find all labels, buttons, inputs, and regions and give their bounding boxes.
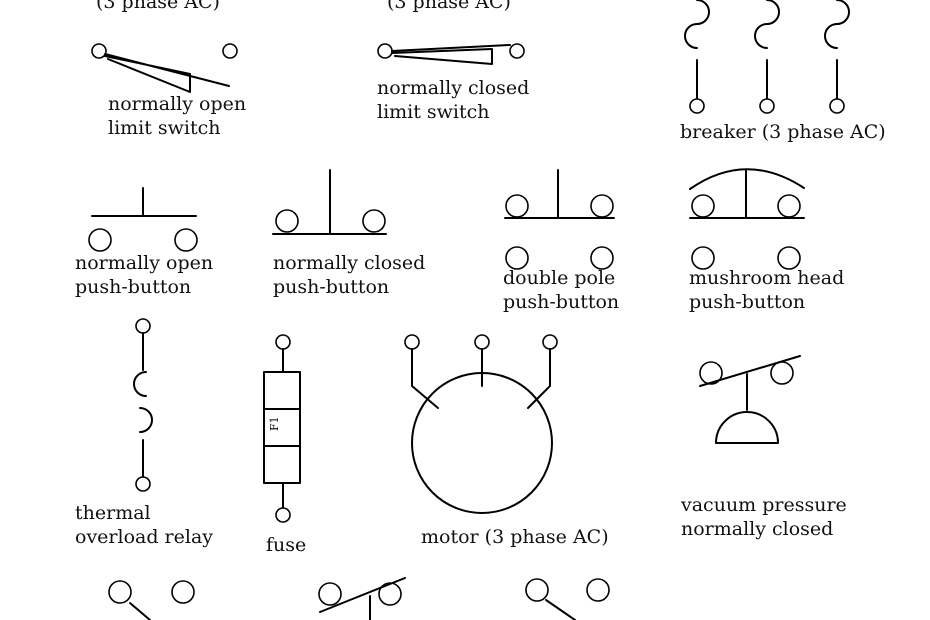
no-limit-switch-symbol [91,43,238,93]
vacuum-pressure-label-line1: vacuum pressure [681,494,847,516]
no-limit-switch-label-line2: limit switch [108,117,221,139]
nc-limit-switch-label-line2: limit switch [377,101,490,123]
breaker-label: breaker (3 phase AC) [680,121,886,143]
bottom-symbol-mid [318,577,406,620]
mushroom-push-button-label-line2: push-button [689,291,806,313]
vacuum-pressure-label-line2: normally closed [681,518,834,540]
thermal-overload-label-line2: overload relay [75,526,214,548]
fuse-symbol: F1 [263,334,301,523]
thermal-overload-relay-symbol [133,318,153,492]
breaker-pole-2 [754,0,780,114]
bottom-symbol-right [525,578,610,620]
vacuum-pressure-symbol [699,355,801,444]
breaker-pole-1 [684,0,710,114]
nc-limit-switch-label-line1: normally closed [377,77,530,99]
no-push-button-label-line1: normally open [75,252,214,274]
breaker-pole-3 [824,0,850,114]
dp-push-button-label-line2: push-button [503,291,620,313]
no-limit-switch-label-line1: normally open [108,93,247,115]
nc-push-button-label-line2: push-button [273,276,390,298]
fuse-label: fuse [266,534,307,556]
motor-label: motor (3 phase AC) [421,526,609,548]
no-push-button-symbol [88,187,198,252]
fuse-glyph: F1 [268,416,281,431]
mushroom-push-button-symbol [689,168,805,270]
dp-push-button-label-line1: double pole [503,267,616,289]
thermal-overload-label-line1: thermal [75,502,151,524]
top-partial-mid-label: (3 phase AC) [387,0,511,13]
top-partial-left-label: (3 phase AC) [96,0,220,13]
breaker-symbol [684,0,850,114]
bottom-symbol-left [108,580,195,620]
motor-symbol [404,334,558,514]
nc-limit-switch-symbol [377,43,525,65]
nc-push-button-symbol [272,169,387,235]
dp-push-button-symbol [504,169,615,270]
nc-push-button-label-line1: normally closed [273,252,426,274]
mushroom-push-button-label-line1: mushroom head [689,267,845,289]
no-push-button-label-line2: push-button [75,276,192,298]
